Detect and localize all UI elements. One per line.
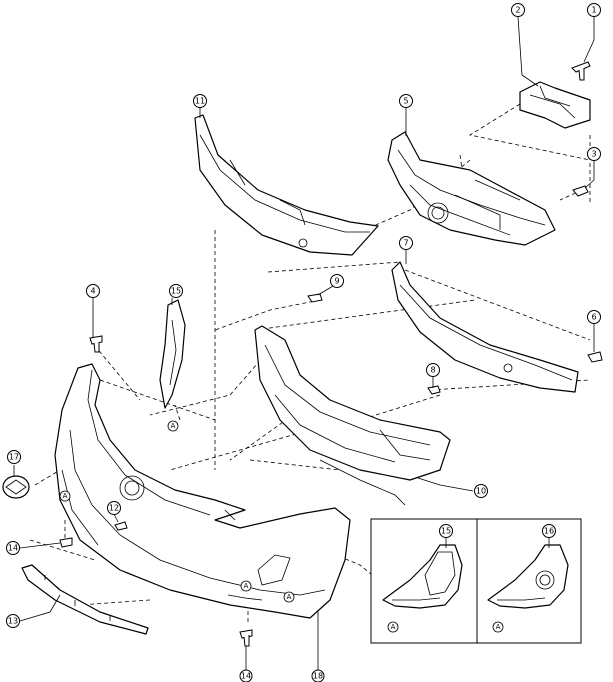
callout-3: 3: [587, 147, 601, 161]
svg-text:A: A: [287, 593, 292, 601]
svg-text:3: 3: [591, 150, 596, 159]
svg-text:5: 5: [403, 97, 408, 106]
svg-text:16: 16: [544, 527, 554, 536]
callout-16-inset: 16: [542, 524, 556, 538]
callout-14-bottom: 14: [239, 669, 253, 682]
emblem-part-17: [2, 475, 30, 499]
svg-text:A: A: [63, 492, 68, 500]
callout-4: 4: [86, 284, 100, 298]
bracket-part-2: [519, 81, 591, 129]
svg-text:8: 8: [430, 366, 435, 375]
svg-text:A: A: [244, 582, 249, 590]
clip-part-4: [89, 335, 103, 353]
svg-text:15: 15: [441, 527, 451, 536]
callout-2: 2: [511, 3, 525, 17]
clip-part-12: [114, 521, 128, 531]
callout-13: 13: [6, 614, 20, 628]
svg-text:13: 13: [8, 617, 18, 626]
clip-part-14-bottom: [239, 629, 253, 647]
ref-marker-a-bottom-1: A: [240, 580, 252, 592]
clip-part-8: [427, 385, 441, 395]
svg-text:10: 10: [476, 487, 486, 496]
svg-text:18: 18: [313, 672, 323, 681]
svg-text:7: 7: [403, 239, 408, 248]
reinforcement-part-10: [254, 325, 451, 506]
callout-12: 12: [107, 501, 121, 515]
callout-8: 8: [426, 363, 440, 377]
clip-part-3: [572, 185, 589, 197]
lower-strip-part-13: [21, 564, 149, 635]
svg-text:A: A: [391, 623, 396, 631]
callout-1: 1: [587, 3, 601, 17]
grille-part-11: [194, 114, 379, 256]
svg-text:4: 4: [90, 287, 95, 296]
callout-6: 6: [587, 310, 601, 324]
callout-9: 9: [330, 274, 344, 288]
side-bracket-part-15: [159, 299, 186, 409]
svg-text:11: 11: [195, 97, 205, 106]
svg-text:A: A: [496, 623, 501, 631]
svg-text:6: 6: [591, 313, 596, 322]
leader-lines: [13, 16, 595, 670]
ref-marker-a-bracket: A: [167, 420, 179, 432]
grille-bracket-part-5: [387, 131, 556, 246]
callout-18: 18: [311, 669, 325, 682]
svg-text:A: A: [171, 422, 176, 430]
svg-text:1: 1: [591, 6, 596, 15]
svg-text:17: 17: [9, 453, 19, 462]
svg-text:15: 15: [171, 287, 181, 296]
clip-part-9: [307, 293, 323, 303]
callout-5: 5: [399, 94, 413, 108]
clip-part-6: [587, 351, 603, 363]
ref-marker-a-left: A: [59, 490, 71, 502]
ref-marker-a-inset-16: A: [492, 621, 504, 633]
ref-marker-a-inset-15: A: [387, 621, 399, 633]
svg-text:14: 14: [241, 672, 251, 681]
inset-box: [370, 518, 582, 644]
callout-15-inset: 15: [439, 524, 453, 538]
svg-text:14: 14: [8, 544, 18, 553]
absorber-part-7: [391, 261, 579, 393]
callout-10: 10: [474, 484, 488, 498]
callout-17: 17: [7, 450, 21, 464]
svg-text:2: 2: [515, 6, 520, 15]
callout-15-bracket: 15: [169, 284, 183, 298]
clip-part-14-left: [59, 537, 73, 548]
callout-14-left: 14: [6, 541, 20, 555]
callout-7: 7: [399, 236, 413, 250]
ref-marker-a-bottom-2: A: [283, 591, 295, 603]
svg-text:9: 9: [334, 277, 339, 286]
bumper-cover-part-18: [54, 363, 351, 619]
svg-text:12: 12: [109, 504, 119, 513]
clip-part-1: [571, 61, 591, 81]
callout-11: 11: [193, 94, 207, 108]
